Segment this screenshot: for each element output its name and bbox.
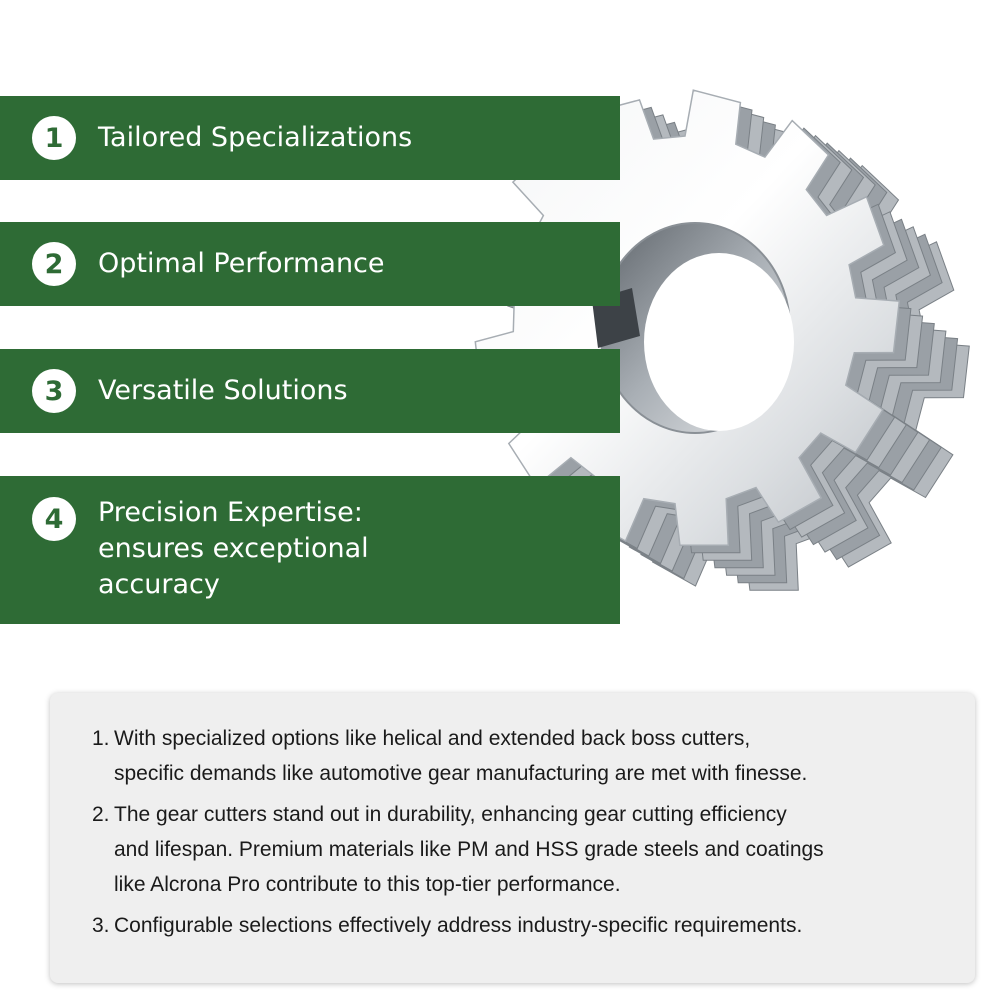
feature-title-line: Versatile Solutions bbox=[98, 375, 348, 406]
feature-banner-2: 2 Optimal Performance bbox=[0, 222, 620, 306]
detail-text: Configurable selections effectively addr… bbox=[114, 908, 945, 943]
feature-title-line: Tailored Specializations bbox=[98, 122, 413, 153]
detail-text: With specialized options like helical an… bbox=[114, 721, 945, 791]
detail-line: Configurable selections effectively addr… bbox=[114, 914, 803, 937]
feature-banner-4: 4 Precision Expertise: ensures exception… bbox=[0, 476, 620, 624]
feature-title-line: Optimal Performance bbox=[98, 248, 385, 279]
detail-number: 3. bbox=[92, 914, 110, 937]
detail-line: The gear cutters stand out in durability… bbox=[114, 803, 787, 826]
detail-item-2: 2. The gear cutters stand out in durabil… bbox=[92, 797, 945, 902]
bore-through bbox=[644, 253, 794, 431]
feature-number-badge: 3 bbox=[32, 369, 76, 413]
feature-title-line: Precision Expertise: bbox=[98, 497, 363, 528]
feature-banner-3: 3 Versatile Solutions bbox=[0, 349, 620, 433]
detail-item-3: 3. Configurable selections effectively a… bbox=[92, 908, 945, 943]
detail-line: specific demands like automotive gear ma… bbox=[114, 762, 808, 785]
detail-line: With specialized options like helical an… bbox=[114, 727, 751, 750]
detail-number: 1. bbox=[92, 727, 110, 750]
feature-number-badge: 1 bbox=[32, 116, 76, 160]
detail-line: and lifespan. Premium materials like PM … bbox=[114, 838, 824, 861]
detail-text: The gear cutters stand out in durability… bbox=[114, 797, 945, 902]
detail-line: like Alcrona Pro contribute to this top-… bbox=[114, 873, 621, 896]
feature-number-badge: 2 bbox=[32, 242, 76, 286]
feature-title: Versatile Solutions bbox=[98, 373, 348, 409]
detail-item-1: 1. With specialized options like helical… bbox=[92, 721, 945, 791]
feature-title-line: accuracy bbox=[98, 569, 220, 600]
detail-number: 2. bbox=[92, 803, 110, 826]
gear-bore bbox=[592, 222, 794, 434]
feature-title: Optimal Performance bbox=[98, 246, 385, 282]
feature-title: Precision Expertise: ensures exceptional… bbox=[98, 495, 369, 603]
feature-banner-1: 1 Tailored Specializations bbox=[0, 96, 620, 180]
details-panel: 1. With specialized options like helical… bbox=[50, 693, 975, 983]
feature-title: Tailored Specializations bbox=[98, 120, 412, 156]
feature-title-line: ensures exceptional bbox=[98, 533, 369, 564]
feature-number-badge: 4 bbox=[32, 497, 76, 541]
